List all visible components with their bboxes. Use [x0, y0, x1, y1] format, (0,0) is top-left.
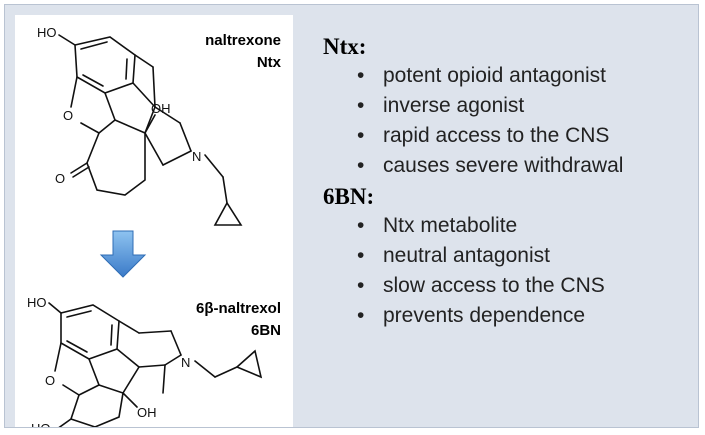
naltrexol-structure [48, 302, 263, 427]
bottom-ring-o-label: O [45, 373, 55, 388]
top-n-label: N [192, 149, 201, 164]
top-keto-o-label: O [55, 171, 65, 186]
structures-svg: HO O OH N O naltrexone Ntx [27, 25, 282, 427]
list-item: •rapid access to the CNS [357, 121, 693, 151]
list-item: •inverse agonist [357, 91, 693, 121]
section-title-ntx: Ntx: [323, 34, 367, 59]
6bn-bullet-list: •Ntx metabolite •neutral antagonist •slo… [323, 211, 693, 331]
list-item: •Ntx metabolite [357, 211, 693, 241]
ntx-bullet-list: •potent opioid antagonist •inverse agoni… [323, 61, 693, 181]
bottom-molecule-name: 6β-naltrexol [196, 300, 281, 317]
bullet-icon: • [357, 154, 365, 177]
slide-frame: HO O OH N O naltrexone Ntx [4, 4, 699, 428]
naltrexone-structure [58, 34, 243, 226]
list-item: •causes severe withdrawal [357, 151, 693, 181]
bottom-ho-label: HO [27, 295, 47, 310]
list-item: •neutral antagonist [357, 241, 693, 271]
bullet-icon: • [357, 214, 365, 237]
list-item: •potent opioid antagonist [357, 61, 693, 91]
bullet-icon: • [357, 124, 365, 147]
top-molecule-abbrev: Ntx [257, 54, 282, 71]
section-title-6bn: 6BN: [323, 184, 375, 209]
section-6bn: 6BN: •Ntx metabolite •neutral antagonist… [323, 183, 693, 331]
bullet-icon: • [357, 274, 365, 297]
bottom-n-label: N [181, 355, 190, 370]
properties-panel: Ntx: •potent opioid antagonist •inverse … [323, 33, 693, 393]
top-oh-label: OH [151, 101, 171, 116]
bottom-ho-bottom-label: HO [31, 421, 51, 427]
structures-panel: HO O OH N O naltrexone Ntx [15, 15, 293, 427]
bullet-icon: • [357, 244, 365, 267]
top-molecule-name: naltrexone [205, 32, 281, 49]
section-ntx: Ntx: •potent opioid antagonist •inverse … [323, 33, 693, 181]
top-ring-o-label: O [63, 108, 73, 123]
conversion-arrow-icon [99, 230, 147, 278]
list-item: •prevents dependence [357, 301, 693, 331]
bullet-icon: • [357, 94, 365, 117]
bottom-molecule-abbrev: 6BN [251, 322, 281, 339]
bullet-icon: • [357, 304, 365, 327]
top-ho-label: HO [37, 25, 57, 40]
list-item: •slow access to the CNS [357, 271, 693, 301]
bottom-oh-label: OH [137, 405, 157, 420]
bullet-icon: • [357, 64, 365, 87]
